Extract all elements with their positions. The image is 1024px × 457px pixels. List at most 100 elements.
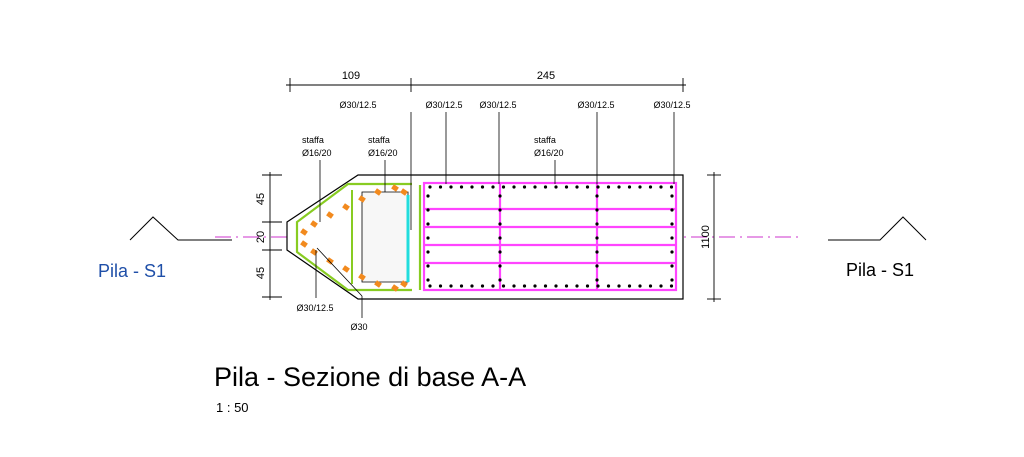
- bar-bottom: [428, 284, 432, 288]
- bar-bottom: [459, 284, 464, 288]
- label-stirrup-3-line1: staffa: [534, 135, 556, 145]
- bar-right: [670, 236, 674, 240]
- bar-left: [426, 250, 430, 254]
- label-stirrup-1-line2: Ø16/20: [302, 148, 332, 158]
- bar-bottom: [606, 284, 611, 288]
- orange-bar: [326, 211, 334, 219]
- bar-right: [670, 264, 674, 268]
- drawing-scale: 1 : 50: [216, 400, 249, 415]
- bar-bottom: [501, 284, 506, 288]
- orange-bar: [374, 188, 382, 196]
- bar-top: [533, 185, 537, 189]
- bar-inner: [498, 194, 502, 198]
- bar-inner: [498, 264, 502, 268]
- bar-top: [659, 185, 663, 189]
- bar-bottom: [585, 284, 590, 288]
- bar-top: [606, 185, 611, 189]
- dim-right-total: 1100: [700, 225, 712, 249]
- bar-bottom: [543, 284, 548, 288]
- bar-top: [438, 185, 443, 189]
- label-bar-top-5: Ø30/12.5: [653, 100, 690, 110]
- left-dimension: [262, 172, 282, 300]
- label-stirrup-3-line2: Ø16/20: [534, 148, 564, 158]
- top-dimension: [286, 78, 686, 92]
- bar-bottom: [438, 284, 443, 288]
- bar-top: [617, 185, 621, 189]
- bar-inner: [498, 250, 502, 254]
- bar-bottom: [659, 284, 663, 288]
- bar-inner: [498, 222, 502, 226]
- leader-lines: [315, 112, 675, 318]
- bar-bottom: [669, 284, 674, 288]
- section-ref-right: Pila - S1: [846, 260, 914, 280]
- dim-top-right: 245: [537, 70, 555, 82]
- bar-top: [575, 185, 579, 189]
- bar-bottom: [564, 284, 569, 288]
- nose-core: [361, 191, 409, 283]
- bar-right: [670, 222, 674, 226]
- bar-bottom: [596, 284, 600, 288]
- orange-bar: [400, 188, 408, 196]
- orange-bar: [358, 195, 366, 203]
- section-ref-left: Pila - S1: [98, 261, 166, 281]
- orange-bar: [326, 257, 334, 265]
- orange-bar: [358, 273, 366, 281]
- bar-inner: [498, 278, 502, 282]
- orange-bar: [300, 240, 308, 248]
- bar-bottom: [617, 284, 621, 288]
- bar-left: [426, 194, 430, 198]
- bar-top: [449, 185, 453, 189]
- bar-right: [670, 278, 674, 282]
- bar-top: [470, 185, 474, 189]
- label-bar-bottom: Ø30/12.5: [296, 303, 333, 313]
- nose-orange-bars: [300, 184, 408, 292]
- bar-inner: [595, 278, 599, 282]
- bar-inner: [595, 194, 599, 198]
- bar-top: [669, 185, 674, 189]
- bar-bottom: [522, 284, 527, 288]
- bar-top: [512, 185, 516, 189]
- bar-bottom: [449, 284, 453, 288]
- label-bar-top-3: Ø30/12.5: [479, 100, 516, 110]
- orange-bar: [300, 228, 308, 236]
- bar-left: [426, 208, 430, 212]
- bar-top: [459, 185, 464, 189]
- main-stirrups: [422, 181, 678, 292]
- label-bar-top-4: Ø30/12.5: [577, 100, 614, 110]
- orange-bar: [342, 203, 350, 211]
- bar-top: [491, 185, 495, 189]
- bar-bottom: [512, 284, 516, 288]
- dim-left-middle: 20: [255, 231, 267, 243]
- bar-top: [627, 185, 632, 189]
- bar-bottom: [533, 284, 537, 288]
- bar-inner: [595, 264, 599, 268]
- bar-inner: [595, 236, 599, 240]
- orange-bar: [391, 284, 399, 292]
- bar-top: [648, 185, 653, 189]
- bar-top: [501, 185, 506, 189]
- bar-bottom: [554, 284, 558, 288]
- bar-top: [638, 185, 642, 189]
- label-stirrup-2-line1: staffa: [368, 135, 390, 145]
- orange-bar: [342, 265, 350, 273]
- bar-top: [480, 185, 485, 189]
- label-bar-nose: Ø30: [350, 322, 367, 332]
- bar-bottom: [627, 284, 632, 288]
- nose-stirrup: [295, 182, 412, 292]
- longitudinal-bars: [426, 185, 674, 288]
- bar-bottom: [480, 284, 485, 288]
- orange-bar: [374, 280, 382, 288]
- dim-left-lower: 45: [255, 267, 267, 279]
- bar-top: [554, 185, 558, 189]
- bar-left: [426, 264, 430, 268]
- bar-inner: [595, 208, 599, 212]
- bar-bottom: [638, 284, 642, 288]
- orange-bar: [310, 220, 318, 228]
- orange-bar: [391, 184, 399, 192]
- bar-bottom: [575, 284, 579, 288]
- bar-left: [426, 222, 430, 226]
- bar-bottom: [491, 284, 495, 288]
- bar-inner: [595, 250, 599, 254]
- bar-inner: [498, 208, 502, 212]
